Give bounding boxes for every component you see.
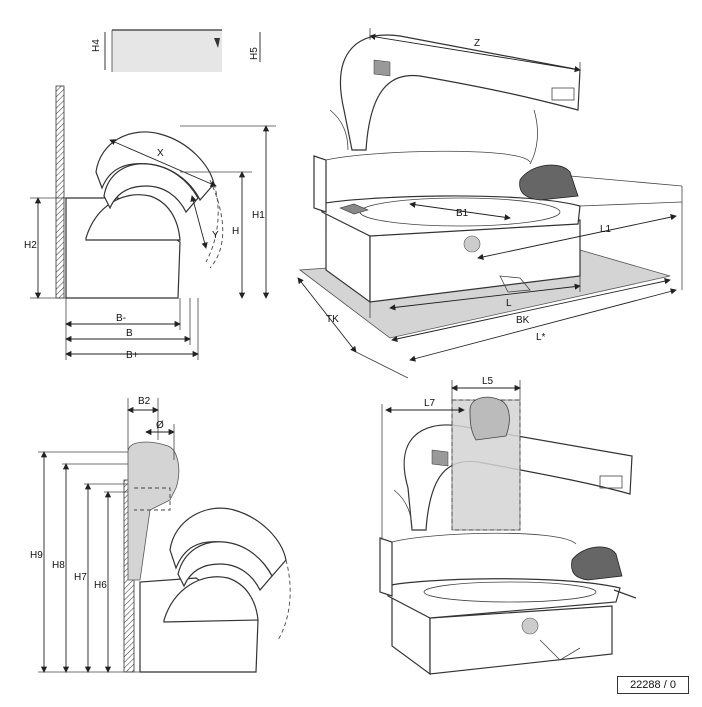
label-x: X xyxy=(157,148,164,159)
canopy-middle-2 xyxy=(177,541,273,592)
label-b-minus: B- xyxy=(116,313,126,324)
label-h6: H6 xyxy=(94,580,107,591)
label-l5: L5 xyxy=(482,376,494,387)
exhaust-duct xyxy=(127,441,180,581)
label-l7: L7 xyxy=(424,398,436,409)
label-b1: B1 xyxy=(456,208,469,219)
label-l: L xyxy=(506,298,512,309)
duct-elbow xyxy=(469,396,510,441)
fan-unit xyxy=(519,164,579,201)
canopy-arch xyxy=(339,34,581,151)
ceiling-fixture-icon xyxy=(214,38,220,48)
label-h8: H8 xyxy=(52,560,65,571)
label-y: Y xyxy=(212,230,219,241)
label-h7: H7 xyxy=(74,572,87,583)
label-tk: TK xyxy=(326,314,339,325)
label-b: B xyxy=(126,328,133,339)
label-h9: H9 xyxy=(30,550,43,561)
isometric-view-bottom-right: L7 L5 xyxy=(379,376,637,676)
base-front-2 xyxy=(429,605,613,675)
label-z: Z xyxy=(474,38,480,49)
label-h4: H4 xyxy=(91,39,102,52)
label-b2: B2 xyxy=(138,396,151,407)
fan-unit-2 xyxy=(571,546,623,581)
label-bk: BK xyxy=(516,315,530,326)
ceiling-strip xyxy=(112,30,222,72)
lower-dome-2 xyxy=(163,576,259,623)
label-h2: H2 xyxy=(24,240,37,251)
label-l1: L1 xyxy=(600,224,612,235)
label-h: H xyxy=(232,226,239,237)
bed-surface-2 xyxy=(385,578,621,619)
label-b-plus: B+ xyxy=(126,350,139,361)
isometric-view-top-right: Z B1 L1 L BK L* TK xyxy=(297,28,683,379)
label-h5: H5 xyxy=(249,47,260,60)
label-l-star: L* xyxy=(536,332,546,343)
side-view-bottom-left: B2 Ø H9 H8 H7 H6 xyxy=(30,396,291,673)
column xyxy=(313,155,327,213)
wall-hatched xyxy=(55,85,65,299)
drawing-reference-number: 22288 / 0 xyxy=(617,676,689,694)
label-diameter: Ø xyxy=(156,420,164,431)
label-h1: H1 xyxy=(252,210,265,221)
side-view-top-left: H4 H5 X Y H H1 H2 B- xyxy=(24,29,276,361)
